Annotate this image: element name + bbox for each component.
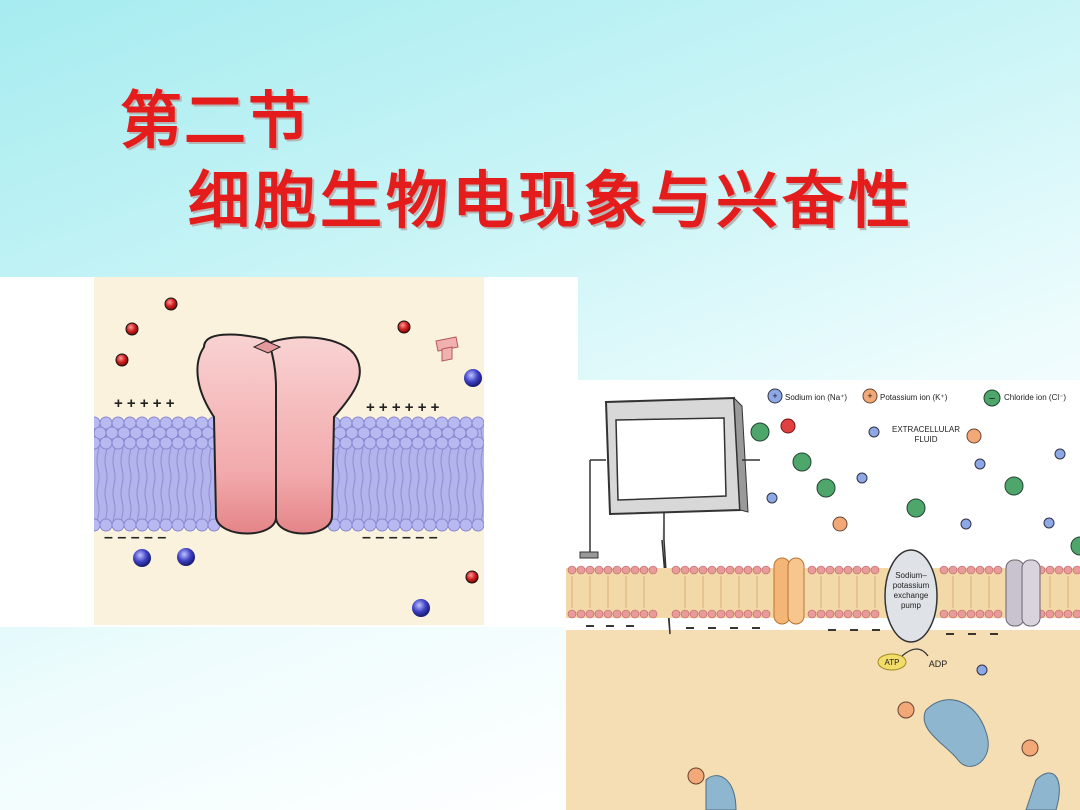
- ion-red: [164, 297, 178, 311]
- pump-label-2: potassium: [893, 581, 930, 590]
- legend-sodium: Sodium ion (Na⁺): [785, 393, 847, 402]
- membrane-potential-illustration: Sodium– potassium exchange pump ATP ADP …: [566, 388, 1080, 810]
- inside-negative-right: – – – – – –: [362, 529, 438, 546]
- atp-badge: [877, 653, 907, 671]
- extracellular-ions: [687, 418, 1080, 785]
- legend-chloride: Chloride ion (Cl⁻): [1004, 393, 1066, 402]
- svg-text:–: –: [989, 393, 995, 404]
- ion-red: [465, 570, 479, 584]
- outside-positive-left: + + + + +: [114, 395, 175, 412]
- reaction-arrow: [901, 648, 929, 657]
- slide-title-line-2: 细胞生物电现象与兴奋性: [188, 164, 915, 237]
- pump-label-4: pump: [901, 601, 922, 610]
- ligand-icon: [435, 336, 459, 362]
- ion-blue: [464, 369, 482, 387]
- outside-positive-right: + + + + + +: [366, 399, 440, 416]
- ion-channel-figure: + + + + + + + + + + + – – – – – – – – – …: [87, 277, 490, 625]
- ion-blue: [133, 549, 151, 567]
- lipid-bilayer-left: [87, 416, 221, 532]
- pump-label-1: Sodium–: [895, 571, 927, 580]
- membrane-potential-figure: Sodium– potassium exchange pump ATP ADP …: [566, 380, 1080, 810]
- legend: + Sodium ion (Na⁺) + Potassium ion (K⁺) …: [767, 388, 1066, 407]
- ion-channel-illustration: + + + + + + + + + + + – – – – – – – – – …: [87, 297, 490, 617]
- extracellular-label-1: EXTRACELLULAR: [892, 425, 960, 434]
- atp-label: ATP: [885, 658, 900, 667]
- svg-text:+: +: [772, 391, 777, 401]
- adp-label: ADP: [929, 659, 948, 669]
- voltmeter: [579, 396, 760, 635]
- svg-text:+: +: [867, 391, 872, 401]
- slide-title-line-1: 第二节: [120, 84, 313, 157]
- inside-negative-left: – – – – –: [104, 529, 166, 546]
- legend-potassium: Potassium ion (K⁺): [880, 393, 948, 402]
- ion-red: [397, 320, 411, 334]
- intracellular-fluid: [566, 630, 1080, 810]
- ion-red: [115, 353, 129, 367]
- extracellular-label-2: FLUID: [914, 435, 937, 444]
- chloride-channel: [1005, 559, 1041, 627]
- inside-negative-marks: [586, 625, 998, 635]
- potassium-channel: [773, 557, 805, 625]
- ion-blue: [177, 548, 195, 566]
- cell-membrane: Sodium– potassium exchange pump: [566, 549, 1080, 643]
- channel-protein: [196, 333, 361, 535]
- ion-blue: [412, 599, 430, 617]
- chloride-ion-red: [780, 418, 796, 434]
- intracellular-proteins: [705, 699, 1060, 810]
- lipid-bilayer-right: [327, 416, 490, 532]
- sodium-potassium-pump: [884, 549, 938, 643]
- pump-label-3: exchange: [894, 591, 929, 600]
- ion-red: [125, 322, 139, 336]
